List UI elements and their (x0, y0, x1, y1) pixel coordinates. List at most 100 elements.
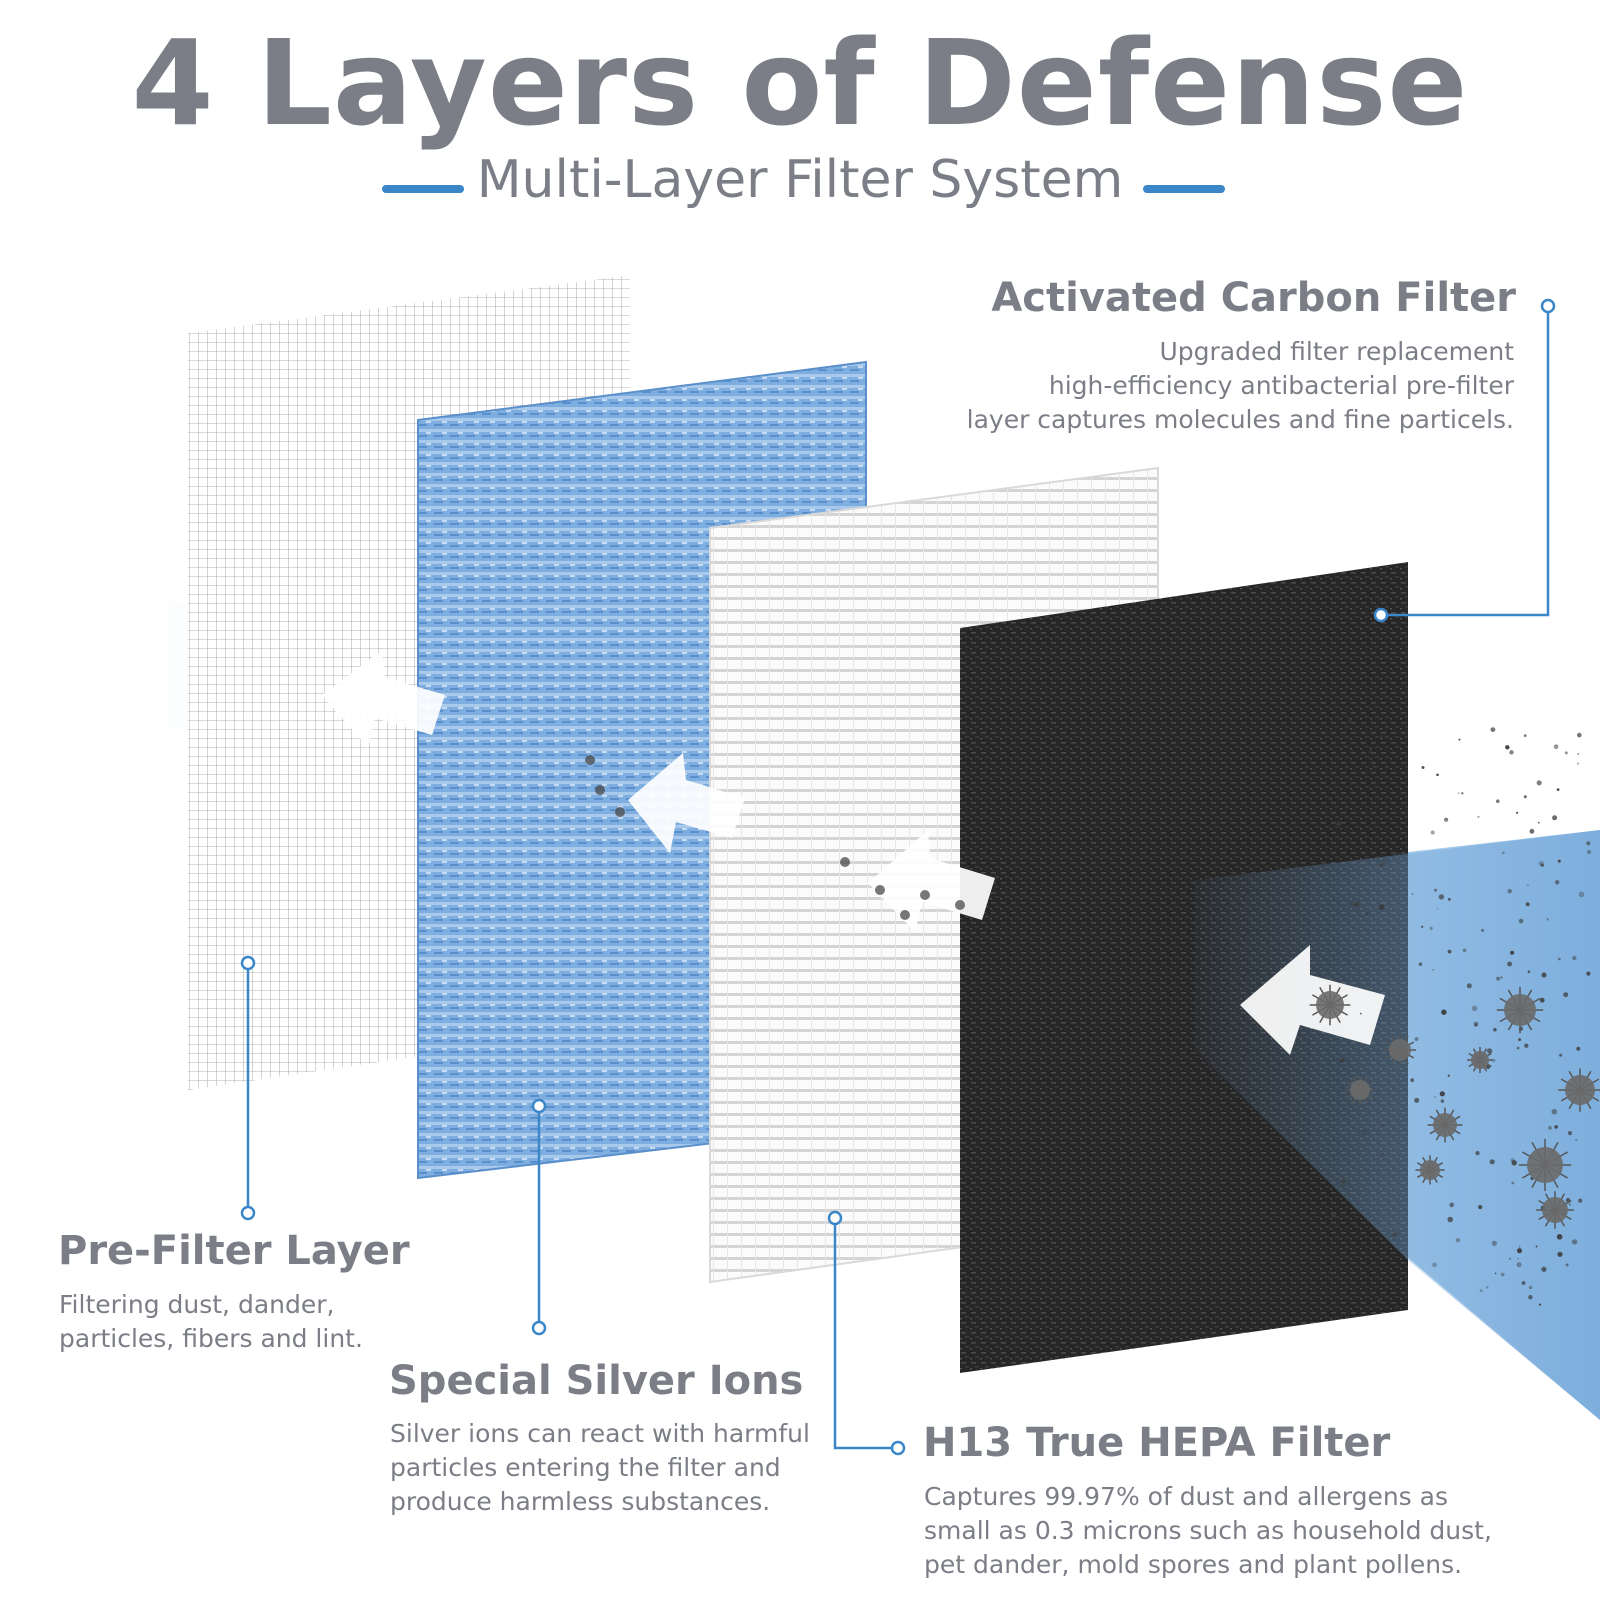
dust-particle (1527, 884, 1529, 887)
dust-particle (615, 807, 625, 817)
dust-particle (1577, 732, 1582, 738)
dust-particle (1475, 1151, 1480, 1156)
dust-particle (1434, 1096, 1437, 1098)
hepa-filter-line: small as 0.3 microns such as household d… (924, 1516, 1492, 1545)
dust-particle (1421, 766, 1425, 769)
dust-particle (1517, 1258, 1520, 1260)
dust-particle (1347, 719, 1352, 723)
silver-ions-description: Silver ions can react with harmful parti… (390, 1417, 810, 1519)
dust-particle (1516, 1262, 1522, 1268)
subtitle-accent-bar-right (1143, 185, 1225, 193)
dust-particle (1555, 880, 1560, 885)
dust-particle (920, 890, 930, 900)
carbon-callout-dot-end (1540, 298, 1556, 314)
dust-particle (1392, 1232, 1398, 1237)
dust-particle (1336, 1223, 1339, 1226)
dust-particle (1535, 1245, 1538, 1248)
page-subtitle: Multi-Layer Filter System (476, 150, 1124, 210)
dust-particle (1447, 949, 1452, 954)
dust-particle (1365, 912, 1369, 916)
dust-particle (1538, 1303, 1542, 1306)
dust-particle (1444, 817, 1449, 822)
dust-particle (1439, 1091, 1445, 1097)
dust-particle (1552, 815, 1558, 821)
dust-particle (1462, 948, 1467, 953)
dust-particle (1438, 894, 1445, 900)
particles-group (585, 719, 1600, 1306)
dust-particle (1436, 907, 1439, 910)
dust-particle (1436, 773, 1439, 777)
dust-particle (840, 857, 850, 867)
dust-particle (1429, 926, 1433, 931)
dust-particle (1571, 1239, 1578, 1245)
dust-particle (1565, 1263, 1569, 1267)
subtitle-row: Multi-Layer Filter System (0, 150, 1600, 230)
dust-particle (1507, 889, 1512, 894)
dust-particle (1477, 815, 1480, 819)
flow-arrow-icon (1240, 945, 1385, 1055)
dust-particle (1546, 918, 1549, 921)
dust-particle (1349, 963, 1352, 966)
dust-particle (1507, 961, 1512, 967)
germ-icon (1345, 1075, 1375, 1105)
dust-particle (1378, 904, 1385, 910)
germ-icon (1427, 1107, 1463, 1143)
dust-particle (595, 785, 605, 795)
dust-particle (1511, 1160, 1517, 1166)
dust-particle (1331, 1212, 1337, 1218)
dust-particle (1360, 1012, 1362, 1015)
dust-particle (1447, 1074, 1450, 1077)
dust-particle (1494, 1272, 1497, 1275)
dust-particle (1576, 762, 1580, 765)
dust-particle (1336, 821, 1341, 826)
carbon-filter-title: Activated Carbon Filter (991, 275, 1516, 321)
dust-particle (1551, 1108, 1558, 1115)
dust-particle (1361, 1130, 1367, 1136)
prefilter-line: particles, fibers and lint. (59, 1324, 363, 1353)
silver-callout-dot-end (531, 1320, 547, 1336)
dust-particle (1578, 1198, 1583, 1203)
germ-icon (1415, 1155, 1445, 1185)
carbon-layer-panel (960, 562, 1408, 1373)
prefilter-description: Filtering dust, dander, particles, fiber… (59, 1288, 363, 1356)
dust-particle (1354, 902, 1360, 908)
dust-particle (1434, 888, 1437, 892)
dust-particle (1440, 1099, 1445, 1103)
carbon-filter-line: high-efficiency antibacterial pre-filter (1048, 371, 1514, 400)
dust-particle (1511, 1181, 1515, 1185)
dust-particle (1361, 750, 1364, 753)
dust-particle (1541, 972, 1547, 978)
dust-particle (1557, 1251, 1563, 1257)
dust-particle (1505, 745, 1510, 750)
dust-particle (1381, 1152, 1385, 1156)
subtitle-accent-bar-left (382, 185, 464, 193)
carbon-callout-line (1381, 306, 1550, 617)
dust-particle (1490, 727, 1496, 732)
dust-particle (1558, 957, 1561, 961)
germ-icon (1558, 1068, 1600, 1112)
dust-particle (1536, 780, 1542, 786)
hepa-filter-line: pet dander, mold spores and plant pollen… (924, 1550, 1463, 1579)
prefilter-title: Pre-Filter Layer (58, 1228, 410, 1274)
dust-particle (1517, 1248, 1522, 1254)
dust-particle (1540, 863, 1544, 867)
dust-particle (1489, 1159, 1495, 1165)
dust-particle (1343, 745, 1346, 748)
carbon-filter-line: Upgraded filter replacement (1159, 337, 1514, 366)
hepa-filter-line: Captures 99.97% of dust and allergens as (924, 1482, 1448, 1511)
dust-particle (1341, 1179, 1346, 1184)
dust-particle (1572, 955, 1577, 961)
dust-particle (1430, 830, 1435, 835)
dust-particle (1328, 797, 1332, 801)
dust-particle (1466, 983, 1472, 989)
dust-particle (1509, 1257, 1512, 1260)
dust-particle (1447, 1216, 1453, 1223)
dust-particle (1556, 788, 1560, 791)
silver-callout-dot (531, 1098, 547, 1114)
dust-particle (1473, 1021, 1479, 1027)
dust-particle (1359, 840, 1364, 844)
dust-particle (1576, 1046, 1581, 1051)
silver-ions-line: produce harmless substances. (390, 1487, 771, 1516)
dust-particle (1471, 1005, 1478, 1012)
